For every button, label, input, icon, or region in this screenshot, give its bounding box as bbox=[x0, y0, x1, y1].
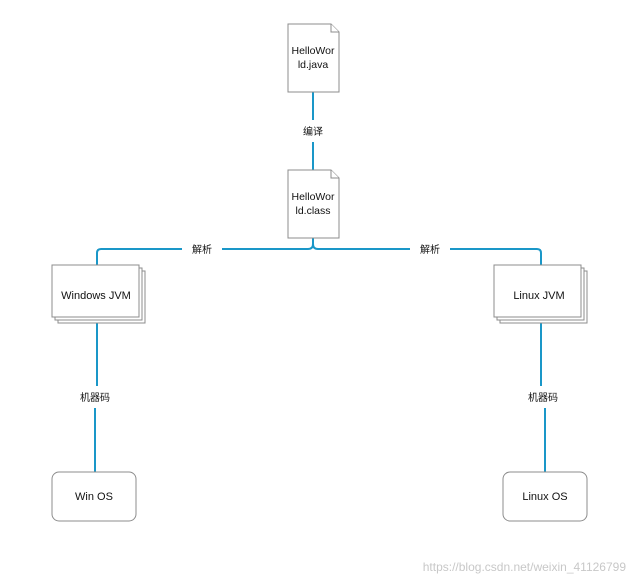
watermark-text: https://blog.csdn.net/weixin_41126799 bbox=[423, 560, 627, 574]
jvm-linux-label: Linux JVM bbox=[513, 290, 564, 302]
stack-layer-front bbox=[493, 264, 582, 318]
os-node-win[interactable]: Win OS bbox=[51, 471, 137, 522]
edge-label-compile: 编译 bbox=[303, 125, 323, 138]
file-java-line2: ld.java bbox=[298, 59, 329, 71]
connector-left-parse-to-windows-jvm bbox=[96, 248, 182, 265]
connector-class-to-left-parse bbox=[222, 238, 314, 250]
os-linux-box bbox=[502, 471, 588, 522]
connectors bbox=[94, 92, 546, 472]
os-node-linux[interactable]: Linux OS bbox=[502, 471, 588, 522]
file-fold-java bbox=[330, 24, 339, 33]
file-node-class[interactable]: HelloWor ld.class bbox=[287, 169, 340, 239]
file-shape-java bbox=[287, 23, 340, 93]
file-class-line2: ld.class bbox=[295, 205, 330, 217]
file-node-java[interactable]: HelloWor ld.java bbox=[287, 23, 340, 93]
os-win-box bbox=[51, 471, 137, 522]
connector-class-to-right-parse bbox=[312, 243, 410, 250]
jvm-node-windows[interactable]: Windows JVM bbox=[51, 264, 146, 324]
edge-label-parse-left: 解析 bbox=[192, 243, 212, 256]
jvm-windows-label: Windows JVM bbox=[61, 290, 131, 302]
file-java-line1: HelloWor bbox=[292, 45, 335, 57]
jvm-node-linux[interactable]: Linux JVM bbox=[493, 264, 588, 324]
stack-layer-front bbox=[51, 264, 140, 318]
connector-right-parse-to-linux-jvm bbox=[450, 248, 542, 265]
edge-label-machine-code-left: 机器码 bbox=[80, 391, 110, 404]
os-win-label: Win OS bbox=[75, 491, 113, 503]
edge-label-machine-code-right: 机器码 bbox=[528, 391, 558, 404]
os-linux-label: Linux OS bbox=[522, 491, 567, 503]
file-shape-class bbox=[287, 169, 340, 239]
edge-label-parse-right: 解析 bbox=[420, 243, 440, 256]
file-fold-class bbox=[330, 170, 339, 179]
file-class-line1: HelloWor bbox=[292, 191, 335, 203]
